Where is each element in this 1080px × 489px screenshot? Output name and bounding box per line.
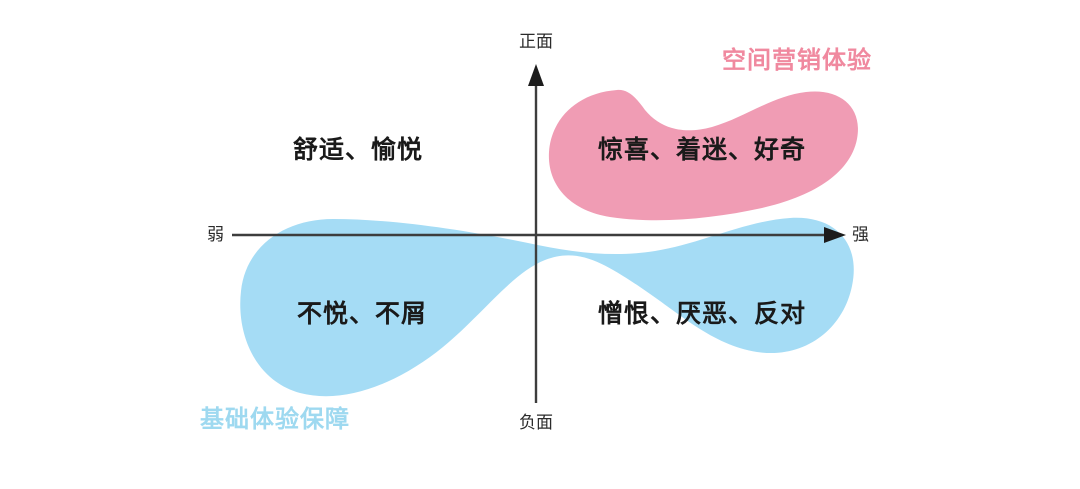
axis-label-strong: 强	[852, 225, 869, 244]
axis-label-negative: 负面	[519, 413, 553, 432]
quadrant-label-lower-right: 憎恨、厌恶、反对	[598, 300, 807, 328]
vertical-axis-arrowhead	[528, 64, 544, 86]
region-title-pink: 空间营销体验	[722, 47, 872, 74]
blue-region-shape	[240, 217, 854, 397]
horizontal-axis-arrowhead	[824, 227, 846, 243]
axis-label-weak: 弱	[207, 225, 224, 244]
quadrant-label-upper-right: 惊喜、着迷、好奇	[598, 136, 807, 164]
quadrant-label-lower-left: 不悦、不屑	[297, 300, 428, 328]
pink-region-shape	[548, 89, 858, 221]
quadrant-label-upper-left: 舒适、愉悦	[293, 136, 424, 164]
region-title-blue: 基础体验保障	[200, 406, 350, 433]
axis-label-positive: 正面	[519, 32, 553, 51]
